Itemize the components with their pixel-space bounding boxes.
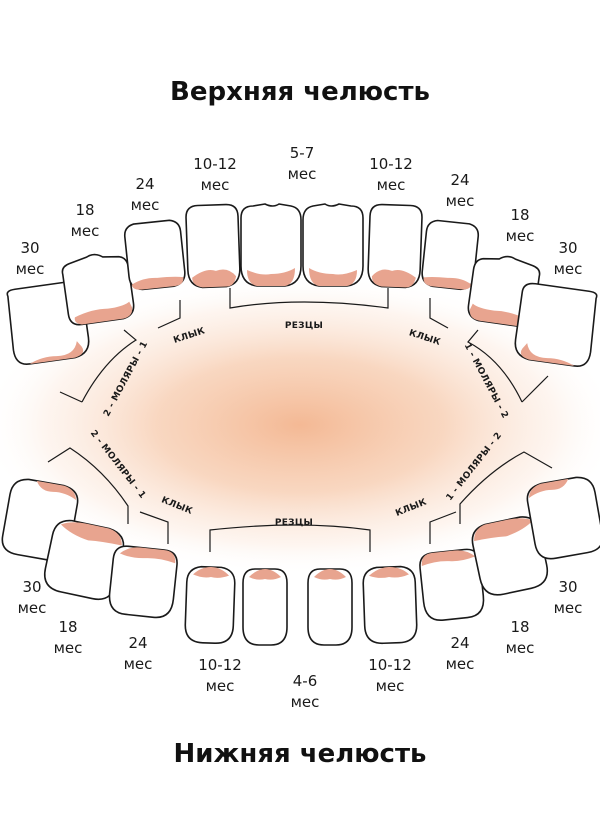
lower-age-4: 4-6 мес (291, 672, 320, 711)
svg-text:мес: мес (288, 165, 317, 183)
svg-text:30: 30 (20, 239, 39, 257)
upper-age-8: 30 мес (554, 239, 583, 278)
lower-jaw-title: Нижняя челюсть (174, 739, 427, 769)
lower-age-0: 30 мес (18, 578, 47, 617)
upper-tooth-r2 (367, 203, 423, 289)
svg-text:мес: мес (506, 639, 535, 657)
upper-tooth-l2 (185, 203, 241, 289)
upper-age-3: 10-12 мес (193, 155, 237, 194)
svg-text:мес: мес (124, 655, 153, 673)
svg-text:мес: мес (131, 196, 160, 214)
lower-tooth-l2 (184, 565, 236, 644)
svg-text:мес: мес (291, 693, 320, 711)
svg-text:мес: мес (16, 260, 45, 278)
svg-text:24: 24 (128, 634, 147, 652)
svg-text:18: 18 (510, 206, 529, 224)
upper-age-7: 18 мес (506, 206, 535, 245)
svg-text:24: 24 (135, 175, 154, 193)
lower-tooth-r4 (471, 516, 549, 596)
lower-age-5: 10-12 мес (368, 656, 412, 695)
svg-text:10-12: 10-12 (193, 155, 237, 173)
svg-text:мес: мес (506, 227, 535, 245)
lower-age-7: 18 мес (506, 618, 535, 657)
upper-teeth (6, 203, 598, 367)
lower-tooth-r2 (362, 565, 418, 645)
svg-text:24: 24 (450, 634, 469, 652)
lower-age-8: 30 мес (554, 578, 583, 617)
upper-age-labels: 30 мес 18 мес 24 мес 10-12 мес 5-7 мес 1… (16, 144, 583, 278)
lower-tooth-r5 (526, 476, 600, 560)
lower-age-6: 24 мес (446, 634, 475, 673)
upper-incisors-label: РЕЗЦЫ (285, 321, 323, 331)
upper-tooth-r5 (514, 282, 598, 367)
svg-text:30: 30 (558, 239, 577, 257)
svg-text:18: 18 (58, 618, 77, 636)
lower-tooth-l3 (108, 545, 178, 619)
svg-text:мес: мес (377, 176, 406, 194)
lower-age-labels: 30 мес 18 мес 24 мес 10-12 мес 4-6 мес 1… (18, 578, 583, 711)
svg-text:10-12: 10-12 (368, 656, 412, 674)
svg-text:мес: мес (54, 639, 83, 657)
upper-age-0: 30 мес (16, 239, 45, 278)
lower-age-3: 10-12 мес (198, 656, 242, 695)
svg-text:4-6: 4-6 (293, 672, 318, 690)
upper-tooth-l4 (61, 253, 135, 326)
svg-text:24: 24 (450, 171, 469, 189)
lower-age-1: 18 мес (54, 618, 83, 657)
upper-age-5: 10-12 мес (369, 155, 413, 194)
lower-tooth-r1 (307, 568, 353, 646)
upper-jaw-title: Верхняя челюсть (170, 77, 430, 107)
upper-tooth-l1 (240, 203, 302, 287)
svg-text:30: 30 (558, 578, 577, 596)
upper-tooth-r3 (421, 219, 480, 291)
upper-tooth-l3 (123, 219, 186, 291)
svg-text:мес: мес (201, 176, 230, 194)
svg-text:10-12: 10-12 (369, 155, 413, 173)
lower-tooth-l4 (43, 519, 125, 601)
svg-text:мес: мес (554, 260, 583, 278)
upper-age-1: 18 мес (71, 201, 100, 240)
upper-brackets (59, 288, 549, 403)
lower-incisors-label: РЕЗЦЫ (275, 518, 313, 528)
lower-tooth-l1 (242, 568, 288, 646)
lower-age-2: 24 мес (124, 634, 153, 673)
svg-text:мес: мес (206, 677, 235, 695)
svg-text:мес: мес (446, 655, 475, 673)
lower-tooth-r3 (419, 548, 485, 621)
svg-text:5-7: 5-7 (290, 144, 315, 162)
svg-text:18: 18 (510, 618, 529, 636)
svg-text:18: 18 (75, 201, 94, 219)
svg-text:мес: мес (376, 677, 405, 695)
svg-text:30: 30 (22, 578, 41, 596)
mouth-glow (0, 275, 600, 575)
upper-age-2: 24 мес (131, 175, 160, 214)
svg-text:мес: мес (71, 222, 100, 240)
lower-teeth (1, 476, 600, 646)
svg-text:мес: мес (446, 192, 475, 210)
upper-tooth-r1 (302, 203, 364, 287)
upper-age-6: 24 мес (446, 171, 475, 210)
lower-brackets (47, 447, 553, 552)
svg-text:мес: мес (18, 599, 47, 617)
upper-age-4: 5-7 мес (288, 144, 317, 183)
svg-text:10-12: 10-12 (198, 656, 242, 674)
svg-text:мес: мес (554, 599, 583, 617)
